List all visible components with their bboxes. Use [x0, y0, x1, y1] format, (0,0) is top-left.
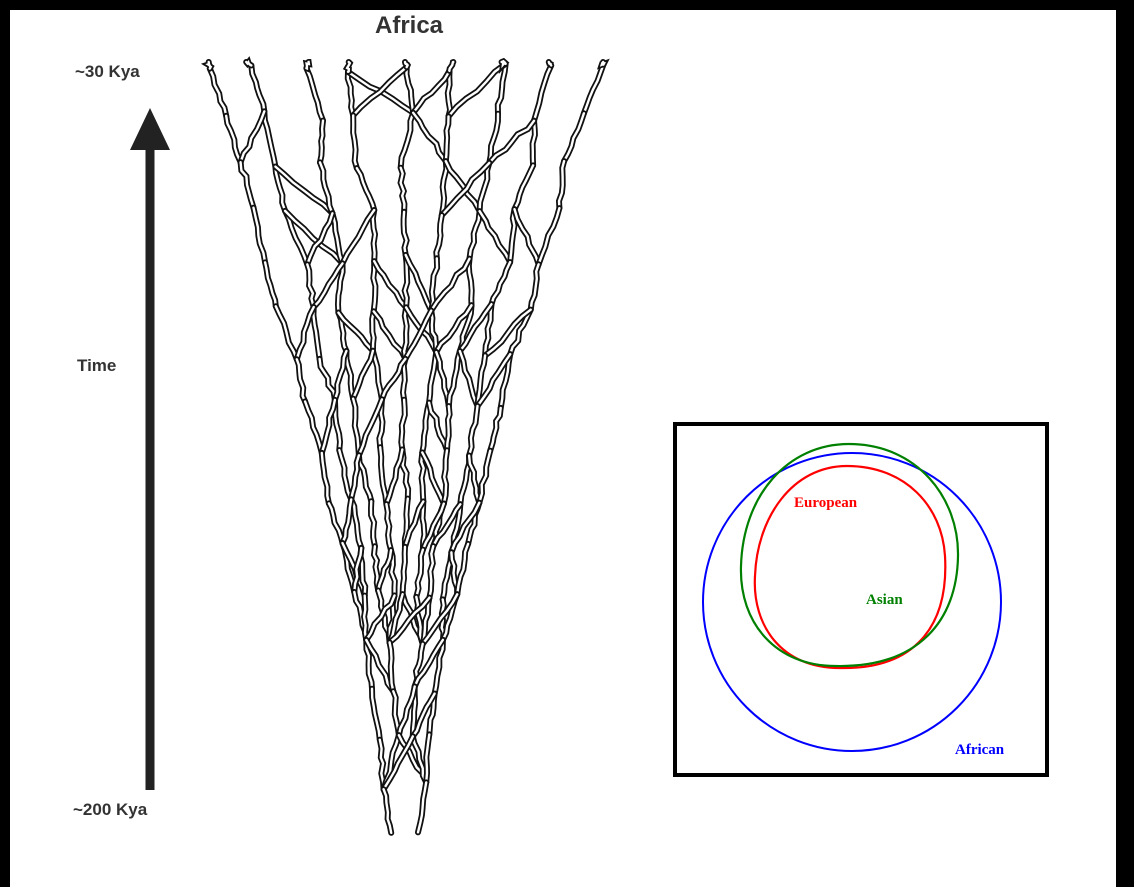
asian-label: Asian	[866, 592, 903, 609]
lineage-branch-inner	[449, 351, 460, 406]
lineage-branch-inner	[401, 113, 414, 168]
lineage-branch-inner	[306, 68, 323, 121]
lineage-branch-inner	[343, 210, 375, 263]
lineage-branch-inner	[460, 351, 478, 406]
lineage-branch-inner	[241, 111, 265, 162]
lineage-branch-inner	[254, 208, 266, 263]
lineage-branch-inner	[372, 311, 374, 350]
lineage-branch-inner	[335, 351, 347, 400]
lineage-branch-inner	[264, 111, 275, 166]
lineage-branch-inner	[374, 311, 406, 359]
lineage-branch-inner	[480, 211, 511, 262]
lineage-branch-inner	[329, 503, 343, 543]
lineage-branch-inner	[265, 262, 276, 306]
lineage-branch-inner	[502, 61, 506, 64]
lineage-branch-inner	[413, 113, 446, 161]
lineage-branch-inner	[276, 306, 297, 359]
lineage-branch-inner	[251, 65, 264, 111]
lineage-branch-inner	[357, 168, 374, 210]
lineage-branch-inner	[490, 408, 501, 451]
asian-circle	[741, 444, 958, 666]
lineage-branch-inner	[515, 209, 539, 264]
lineage-branch-inner	[353, 351, 373, 399]
lineage-branch-inner	[305, 402, 322, 453]
lineage-branch-inner	[210, 69, 226, 116]
lineage-branch-inner	[602, 62, 604, 65]
lineage-branch-inner	[492, 262, 511, 304]
lineage-branch-inner	[584, 65, 604, 114]
african-label: African	[955, 742, 1004, 759]
european-label: European	[794, 495, 857, 512]
lineage-branch-inner	[353, 67, 407, 115]
venn-diagram: European Asian African	[673, 422, 1049, 777]
lineage-branch-inner	[322, 400, 335, 453]
lineage-branch-inner	[564, 113, 584, 161]
lineage-branch-inner	[429, 403, 447, 451]
lineage-branch-inner	[226, 116, 240, 162]
lineage-branch-inner	[539, 208, 560, 264]
